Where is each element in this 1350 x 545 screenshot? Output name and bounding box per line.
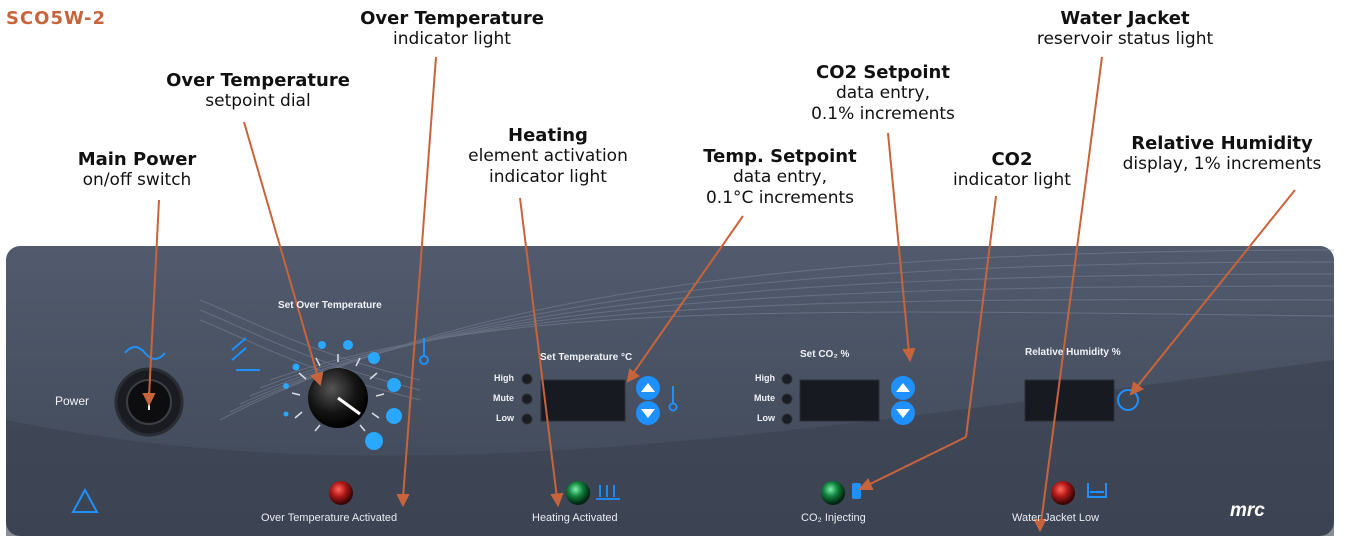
co2-level-low: Low bbox=[757, 413, 775, 423]
callout-over-temp-dial: Over Temperature setpoint dial bbox=[166, 70, 350, 112]
callout-arrows bbox=[142, 56, 1296, 533]
dial-ticks bbox=[291, 354, 385, 432]
callout-title: Over Temperature bbox=[360, 8, 544, 29]
callout-co2-light: CO2 indicator light bbox=[953, 149, 1071, 191]
callout-subtitle: data entry, bbox=[732, 167, 828, 187]
water-jacket-lamp bbox=[1051, 481, 1075, 505]
callout-subtitle: data entry, bbox=[835, 83, 931, 103]
co2-display bbox=[799, 379, 880, 422]
co2-cylinder-icon bbox=[852, 483, 861, 499]
callout-subtitle: 0.1°C increments bbox=[705, 188, 855, 208]
brand-logo: mrc bbox=[1230, 500, 1265, 521]
over-temp-status-label: Over Temperature Activated bbox=[261, 512, 398, 524]
warning-icon bbox=[71, 487, 99, 513]
set-over-temp-label: Set Over Temperature bbox=[278, 300, 382, 311]
callout-over-temp-light: Over Temperature indicator light bbox=[360, 8, 544, 50]
callout-subtitle: indicator light bbox=[953, 170, 1071, 190]
callout-title: CO2 Setpoint bbox=[816, 62, 950, 83]
callout-subtitle: element activation bbox=[468, 146, 628, 166]
callout-subtitle: setpoint dial bbox=[205, 91, 311, 111]
heating-icon bbox=[596, 485, 620, 500]
callout-subtitle: on/off switch bbox=[82, 170, 192, 190]
temp-display bbox=[540, 379, 626, 422]
callout-heating: Heating element activation indicator lig… bbox=[468, 125, 628, 188]
co2-alarm-leds bbox=[781, 373, 793, 425]
callout-humidity: Relative Humidity display, 1% increments bbox=[1123, 133, 1322, 175]
co2-status-label: CO₂ Injecting bbox=[801, 512, 866, 524]
water-jacket-icon bbox=[1087, 483, 1107, 498]
humidity-icon bbox=[1117, 389, 1139, 411]
callout-subtitle: display, 1% increments bbox=[1122, 154, 1322, 174]
callout-title: Water Jacket bbox=[1060, 8, 1190, 29]
co2-lamp bbox=[821, 481, 845, 505]
callout-subtitle: indicator light bbox=[393, 29, 511, 49]
callout-title: Temp. Setpoint bbox=[703, 146, 857, 167]
callout-water-jacket: Water Jacket reservoir status light bbox=[1037, 8, 1213, 50]
humidity-label: Relative Humidity % bbox=[1025, 347, 1121, 358]
set-co2-label: Set CO₂ % bbox=[800, 349, 850, 360]
dial-dots bbox=[283, 340, 402, 450]
heating-lamp bbox=[566, 481, 590, 505]
heating-status-label: Heating Activated bbox=[532, 512, 618, 524]
temp-thermometer-icon bbox=[668, 386, 678, 412]
callout-temp-setpoint: Temp. Setpoint data entry, 0.1°C increme… bbox=[703, 146, 856, 209]
callout-title: CO2 bbox=[991, 149, 1033, 170]
power-label: Power bbox=[55, 394, 90, 408]
model-label: SCO5W-2 bbox=[6, 8, 107, 29]
temp-level-mute: Mute bbox=[493, 393, 514, 403]
sine-icon bbox=[124, 346, 166, 360]
set-temp-label: Set Temperature °C bbox=[540, 352, 633, 363]
water-jacket-status-label: Water Jacket Low bbox=[1012, 512, 1100, 524]
thermometer-icon bbox=[419, 338, 429, 365]
callout-title: Main Power bbox=[77, 149, 197, 170]
co2-level-mute: Mute bbox=[754, 393, 775, 403]
callout-subtitle: indicator light bbox=[489, 167, 607, 187]
temp-level-low: Low bbox=[496, 413, 514, 423]
steam-hand-icon bbox=[231, 337, 260, 371]
co2-level-high: High bbox=[755, 373, 775, 383]
callout-co2-setpoint: CO2 Setpoint data entry, 0.1% increments bbox=[811, 62, 955, 125]
callout-title: Relative Humidity bbox=[1131, 133, 1313, 154]
wave-decoration bbox=[199, 249, 1335, 421]
callout-title: Over Temperature bbox=[166, 70, 350, 91]
callout-main-power: Main Power on/off switch bbox=[78, 149, 197, 191]
callout-subtitle: reservoir status light bbox=[1036, 29, 1214, 49]
temp-alarm-leds bbox=[521, 373, 533, 425]
callout-title: Heating bbox=[508, 125, 588, 146]
over-temp-lamp bbox=[329, 481, 353, 505]
temp-level-high: High bbox=[494, 373, 514, 383]
humidity-display bbox=[1024, 379, 1115, 422]
callout-subtitle: 0.1% increments bbox=[811, 104, 955, 124]
